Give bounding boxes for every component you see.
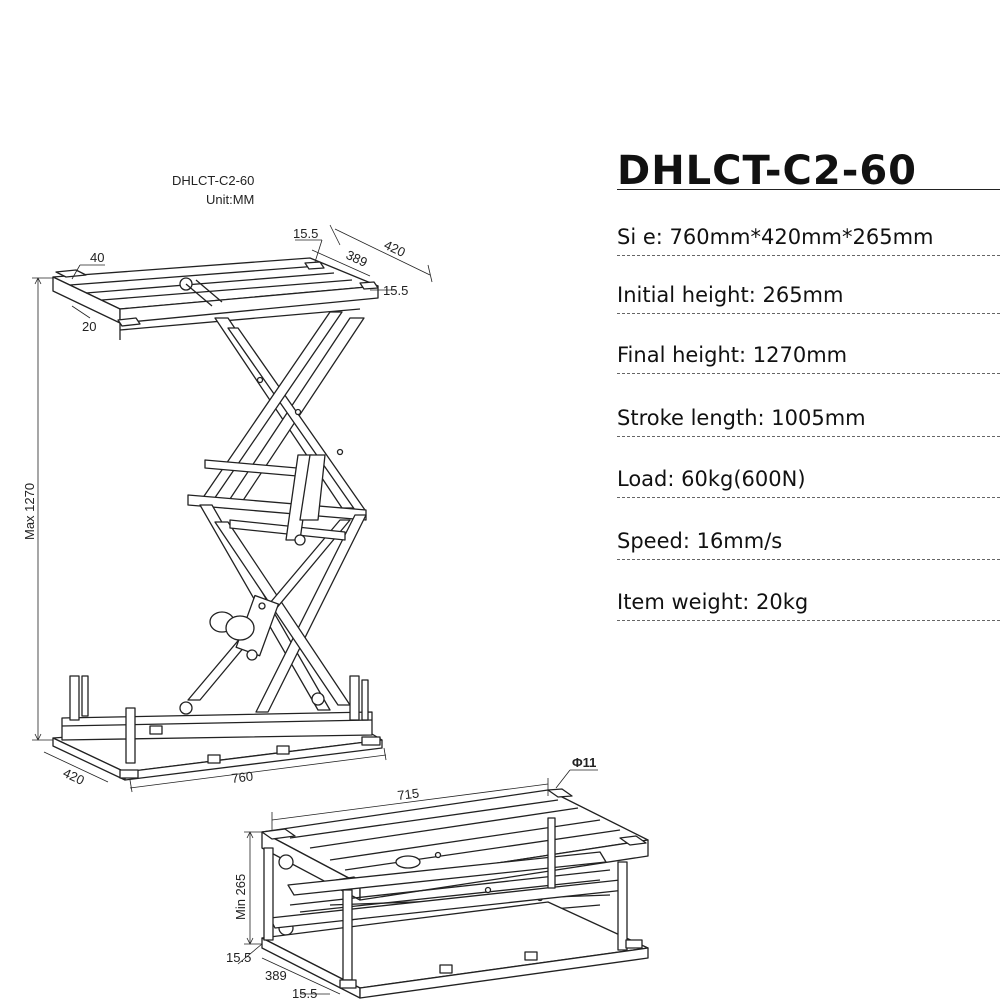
drawing-header: DHLCT-C2-60 Unit:MM [172, 173, 254, 207]
spec-initial-height: Initial height: 265mm [617, 283, 1000, 314]
dimension-labels-top: 40 20 15.5 15.5 389 420 Max 1270 420 760 [22, 226, 408, 788]
spec-final-height: Final height: 1270mm [617, 343, 1000, 374]
dim-inner-depth: 389 [344, 247, 370, 270]
dim-bottom-edge-b: 15.5 [292, 986, 317, 1000]
dim-bottom-edge-a: 15.5 [226, 950, 251, 965]
dimension-labels-bottom: 715 Φ11 Min 265 15.5 389 15.5 [226, 755, 596, 1000]
spec-size: Si e: 760mm*420mm*265mm [617, 225, 1000, 256]
dim-base-depth: 420 [61, 765, 87, 788]
dim-bottom-inner-depth: 389 [265, 968, 287, 983]
dim-hole: Φ11 [572, 755, 596, 770]
spec-title: DHLCT-C2-60 [617, 148, 917, 194]
extended-lift-figure [52, 257, 383, 781]
dim-min-height: Min 265 [233, 874, 248, 920]
dim-edge-b: 15.5 [383, 283, 408, 298]
dim-length: 760 [231, 768, 254, 786]
dimension-lines-top [32, 224, 433, 793]
dimension-lines-bottom [237, 769, 598, 995]
spec-load: Load: 60kg(600N) [617, 467, 1000, 498]
title-divider [617, 189, 1000, 190]
dim-top-flange: 40 [90, 250, 104, 265]
drawing-model-caption: DHLCT-C2-60 [172, 173, 254, 188]
collapsed-lift-figure [261, 788, 649, 999]
spec-stroke-length: Stroke length: 1005mm [617, 406, 1000, 437]
dim-inner-length: 715 [397, 785, 420, 803]
dim-top-flange-inner: 20 [82, 319, 96, 334]
dim-edge-a: 15.5 [293, 226, 318, 241]
dim-depth: 420 [382, 237, 408, 260]
dim-max-height: Max 1270 [22, 483, 37, 540]
spec-speed: Speed: 16mm/s [617, 529, 1000, 560]
drawing-unit-caption: Unit:MM [206, 192, 254, 207]
spec-item-weight: Item weight: 20kg [617, 590, 1000, 621]
